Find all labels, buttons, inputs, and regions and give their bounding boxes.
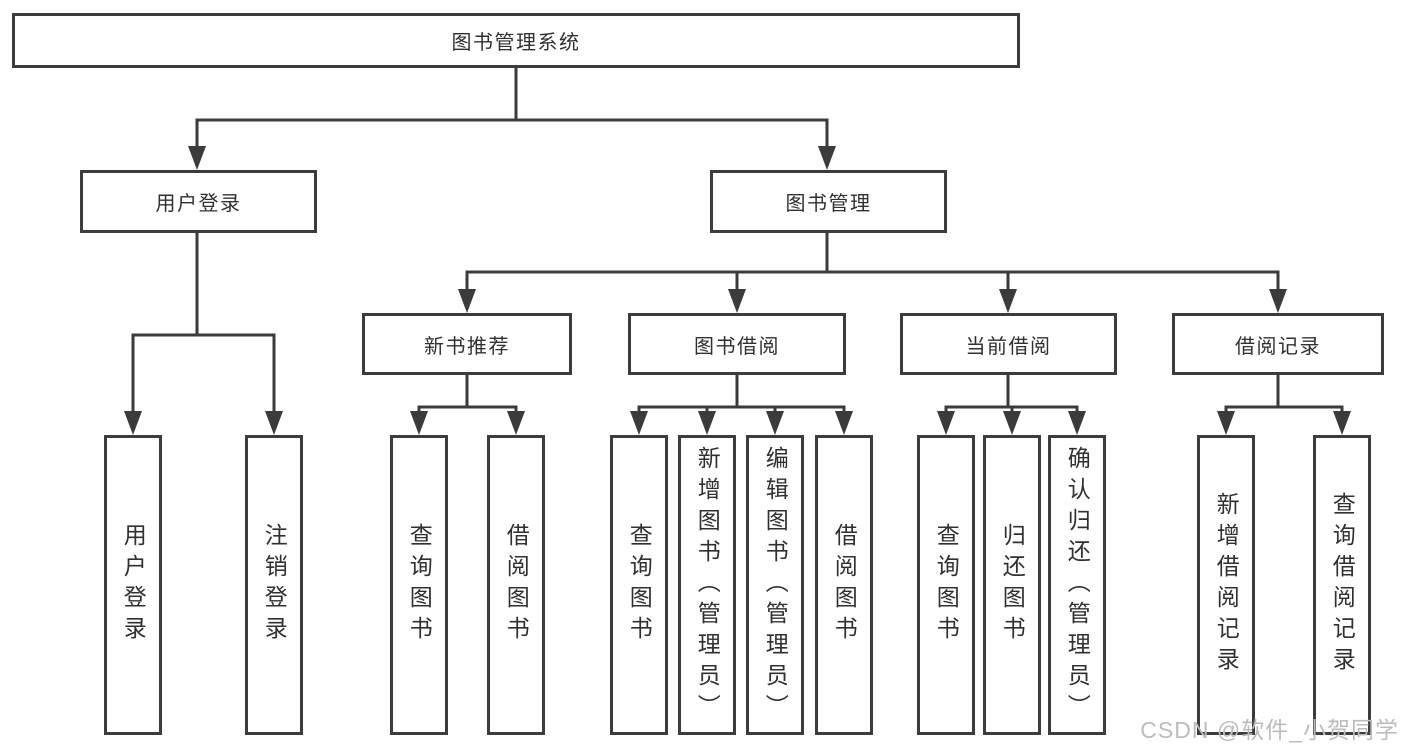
node-leaf-borrow-books-borrowing: 借阅图书 — [815, 435, 873, 735]
node-root: 图书管理系统 — [12, 13, 1020, 68]
arrowhead-icon — [507, 411, 525, 435]
arrowhead-icon — [1068, 411, 1086, 435]
arrowhead-icon — [458, 289, 476, 313]
node-leaf-query-books-borrowing: 查询图书 — [610, 435, 668, 735]
arrowhead-icon — [1269, 289, 1287, 313]
watermark: CSDN @软件_小贺同学 — [1140, 717, 1399, 743]
arrowhead-icon — [818, 146, 836, 170]
arrowhead-icon — [728, 289, 746, 313]
arrowhead-icon — [630, 411, 648, 435]
node-leaf-borrow-books-recommend: 借阅图书 — [487, 435, 545, 735]
arrowhead-icon — [1217, 411, 1235, 435]
node-user-login: 用户登录 — [80, 170, 317, 233]
arrowhead-icon — [410, 411, 428, 435]
arrowhead-icon — [1333, 411, 1351, 435]
arrowhead-icon — [835, 411, 853, 435]
node-borrowing-records: 借阅记录 — [1172, 313, 1384, 375]
node-new-book-recommend: 新书推荐 — [362, 313, 572, 375]
node-leaf-add-book-admin: 新增图书（管理员） — [678, 435, 736, 735]
node-leaf-return-book: 归还图书 — [983, 435, 1041, 735]
arrowhead-icon — [766, 411, 784, 435]
arrowhead-icon — [698, 411, 716, 435]
node-leaf-query-borrow-record: 查询借阅记录 — [1313, 435, 1371, 735]
node-leaf-edit-book-admin: 编辑图书（管理员） — [746, 435, 804, 735]
node-book-borrowing: 图书借阅 — [628, 313, 846, 375]
arrowhead-icon — [999, 289, 1017, 313]
arrowhead-icon — [1003, 411, 1021, 435]
arrowhead-icon — [188, 146, 206, 170]
node-leaf-confirm-return-admin: 确认归还（管理员） — [1048, 435, 1106, 735]
node-leaf-logout: 注销登录 — [245, 435, 303, 735]
node-book-management: 图书管理 — [710, 170, 947, 233]
node-leaf-user-login: 用户登录 — [104, 435, 162, 735]
node-leaf-query-books-recommend: 查询图书 — [390, 435, 448, 735]
arrowhead-icon — [265, 411, 283, 435]
node-current-borrowing: 当前借阅 — [900, 313, 1117, 375]
arrowhead-icon — [937, 411, 955, 435]
node-leaf-query-books-current: 查询图书 — [917, 435, 975, 735]
node-leaf-add-borrow-record: 新增借阅记录 — [1197, 435, 1255, 735]
arrowhead-icon — [124, 411, 142, 435]
